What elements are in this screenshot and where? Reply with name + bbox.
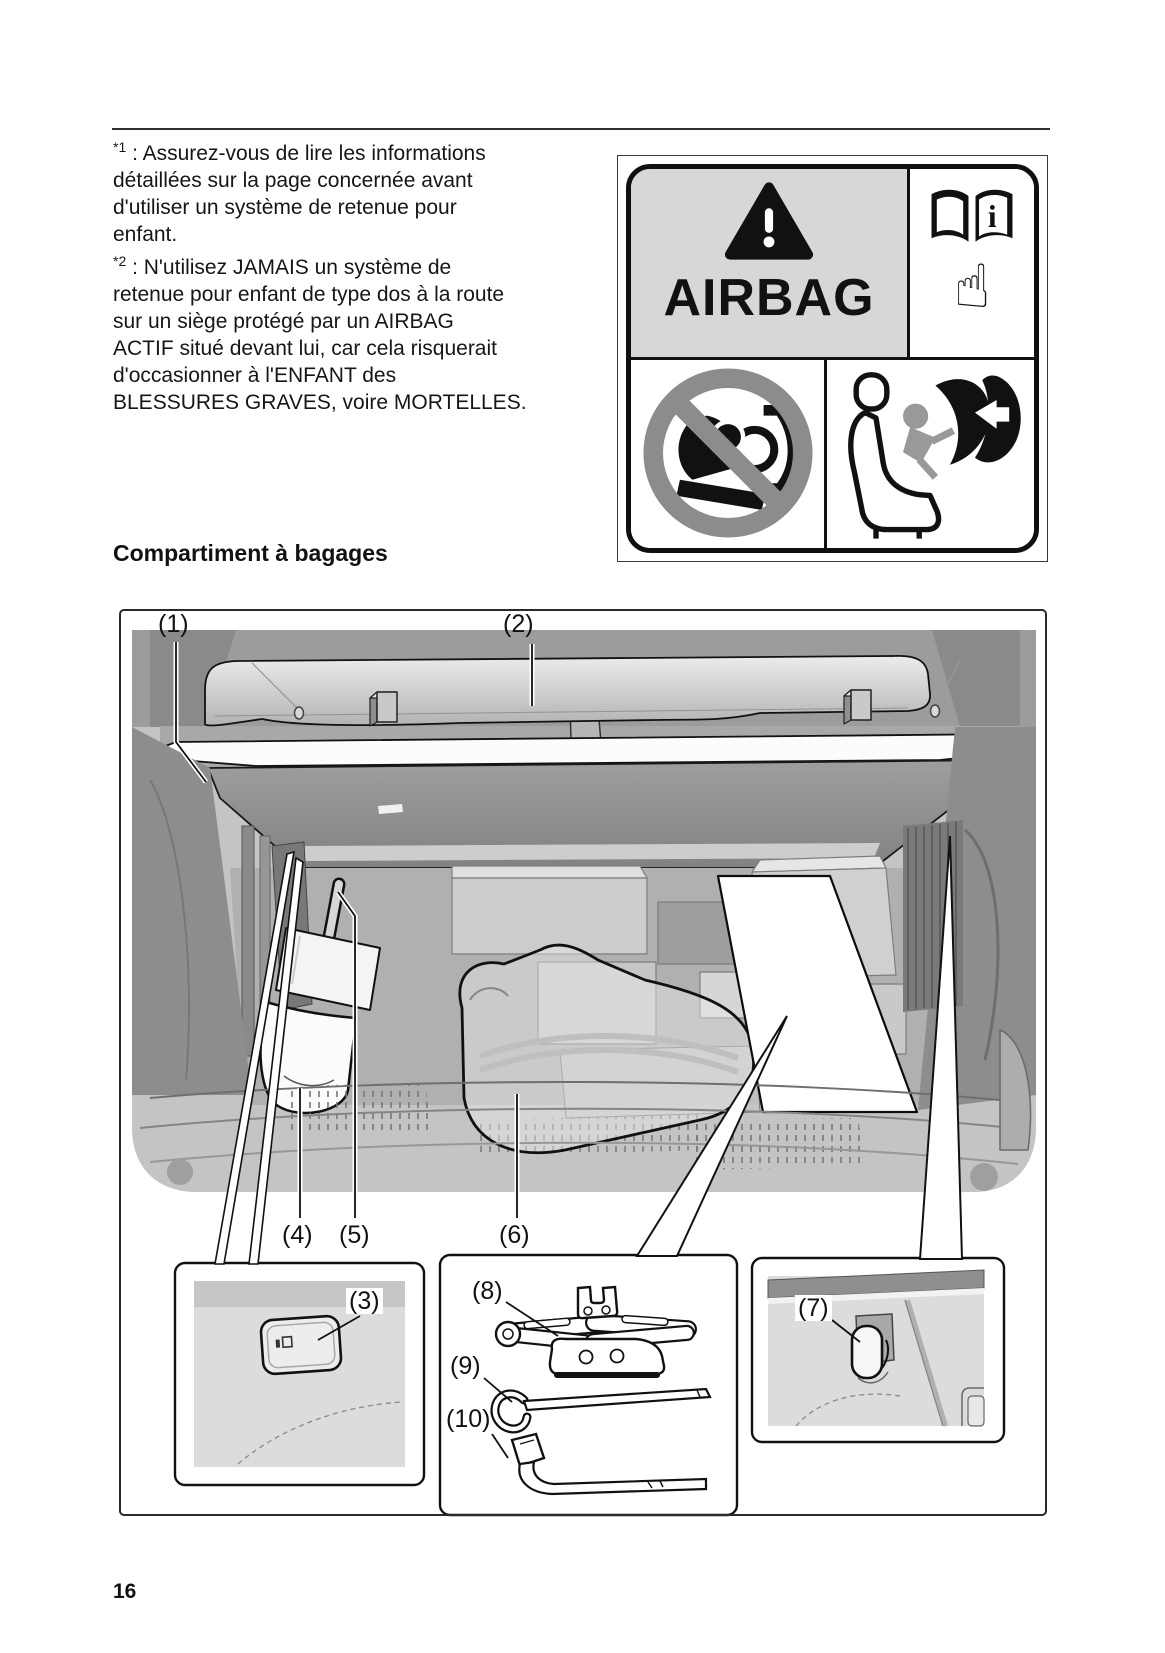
footnote-2-line: BLESSURES GRAVES, voire MORTELLES.: [113, 391, 527, 414]
callout-9-label: (9): [450, 1352, 481, 1380]
trunk-scene: [132, 630, 1036, 1192]
airbag-title-cell: AIRBAG: [631, 169, 910, 360]
footnote-1-marker: *1: [113, 139, 127, 155]
footnote-2-line: d'occasionner à l'ENFANT des: [113, 364, 397, 387]
warning-triangle-icon: [724, 182, 814, 260]
shelf-clip: [369, 691, 398, 727]
storage-trays: [451, 855, 907, 1055]
airbag-title: AIRBAG: [663, 269, 875, 327]
luggage-compartment-figure: [119, 609, 1047, 1517]
shelf-pin-hole: [293, 706, 305, 720]
callout-3-label: (3): [346, 1288, 383, 1314]
callout-4-label: (4): [282, 1221, 313, 1249]
footnote-2-line: sur un siège protégé par un AIRBAG: [113, 310, 454, 333]
footnote-2-separator: :: [126, 256, 144, 279]
seat-airbag-deployment-icon: [848, 372, 1021, 539]
airbag-label-frame: AIRBAG i ☝: [626, 164, 1039, 553]
footnote-2-marker: *2: [113, 253, 127, 269]
figure-frame: [119, 609, 1047, 1516]
footnote-2-line: N'utilisez JAMAIS un système de: [143, 256, 452, 279]
callout-5-label: (5): [339, 1221, 370, 1249]
service-cover: [259, 1314, 343, 1376]
section-heading: Compartiment à bagages: [113, 540, 388, 566]
inset-boxes: [173, 1253, 1006, 1517]
callout-6-label: (6): [499, 1221, 530, 1249]
luggage-hook: [850, 1313, 895, 1384]
footnote-1-line: enfant.: [113, 223, 178, 246]
footnote-1-line: Assurez-vous de lire les informations: [142, 142, 486, 165]
book-info-char: i: [988, 199, 997, 234]
top-divider: [112, 128, 1050, 130]
scissor-jack: [494, 1285, 697, 1378]
footnote-1-separator: :: [126, 142, 143, 165]
airbag-info-cell: i ☝: [910, 169, 1034, 360]
shelf-pin-hole: [929, 704, 941, 718]
airbag-prohibition-cell: [631, 360, 827, 548]
page-number: 16: [113, 1580, 137, 1603]
footnote-1-line: d'utiliser un système de retenue pour: [113, 196, 457, 219]
callout-7-label: (7): [795, 1295, 832, 1321]
callout-1-label: (1): [158, 610, 189, 638]
callout-8-label: (8): [472, 1277, 503, 1305]
no-rearward-child-seat-icon: [643, 368, 813, 538]
pointing-hand-icon: ☝: [953, 252, 991, 322]
footnote-2-line: retenue pour enfant de type dos à la rou…: [113, 283, 505, 306]
footnote-1: *1 : Assurez-vous de lire les informatio…: [113, 140, 613, 248]
airbag-warning-label: AIRBAG i ☝: [617, 155, 1048, 562]
wheel-nut-wrench: [510, 1432, 708, 1496]
airbag-deployment-cell: [827, 360, 1034, 548]
owners-manual-book-icon: i: [931, 189, 1013, 242]
callout-leaders: [173, 642, 861, 1459]
footnote-2-line: ACTIF situé devant lui, car cela risquer…: [113, 337, 497, 360]
shelf-clip: [843, 689, 872, 725]
footnote-2: *2 : N'utilisez JAMAIS un système de ret…: [113, 254, 613, 416]
detail-pointers: [214, 835, 964, 1265]
jack-crank-rod: [490, 1387, 712, 1434]
footnote-1-line: détaillées sur la page concernée avant: [113, 169, 473, 192]
callout-2-label: (2): [503, 610, 534, 638]
tool-bag: [458, 943, 761, 1156]
callout-10-label: (10): [446, 1405, 491, 1433]
